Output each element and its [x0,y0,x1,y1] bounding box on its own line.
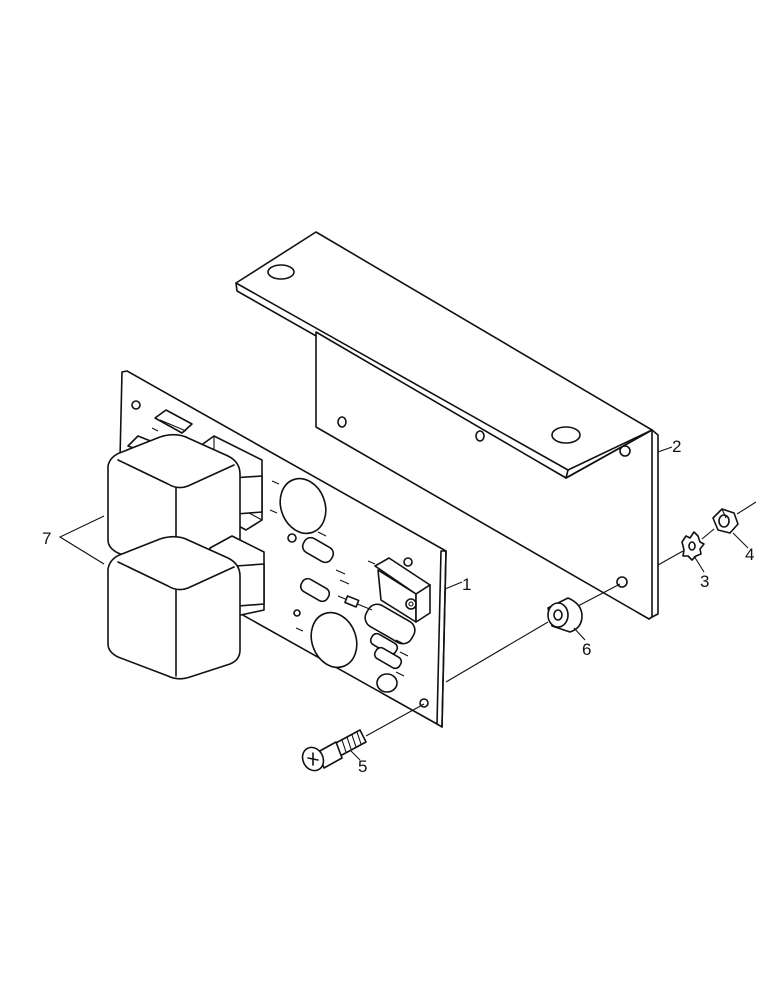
board-hole [131,400,141,410]
callout-3: 3 [700,572,709,591]
board-transistor [374,557,431,623]
board-capacitor [310,611,358,669]
leader-1 [444,581,463,590]
bracket-hole [551,426,581,444]
board-component [287,533,297,543]
leader-3 [693,555,705,573]
callout-5: 5 [358,757,367,776]
leader-lines [58,446,749,761]
spacer [547,597,583,633]
board-capacitor [279,477,327,535]
leader-5 [349,749,361,761]
leader-6 [573,627,586,641]
board-cylinder [299,577,331,603]
callouts: 1 2 3 4 5 6 7 [42,437,754,776]
bracket-side-edge [651,429,659,618]
relay-body [107,535,241,680]
board-component [376,673,398,693]
board-cylinder [364,603,416,645]
bracket-hole [267,264,295,280]
board-hole [419,698,429,708]
callout-1: 1 [462,575,471,594]
lock-washer [681,531,705,561]
board-edge [436,550,447,728]
screw [301,729,367,772]
mounting-bracket [235,231,659,620]
callout-4: 4 [745,545,754,564]
bracket-face-hole [337,416,347,428]
hex-nut [712,508,739,534]
leader-2 [657,446,673,453]
callout-6: 6 [582,640,591,659]
relay-upper [107,433,263,576]
board-resistor [337,595,373,611]
assembly-lines [365,501,757,737]
leader-4 [732,532,749,549]
bracket-face-hole [619,445,631,457]
bracket-face-hole [475,430,485,442]
board-hole [403,557,413,567]
board-cylinder [373,646,403,670]
callout-2: 2 [672,437,681,456]
board-component [293,609,301,617]
bracket-face-hole [616,576,628,588]
board-cylinder [301,536,335,564]
relay-lower [107,535,265,680]
leader-7 [58,515,105,565]
board-markings [269,480,409,677]
board-component [151,409,193,434]
callout-7: 7 [42,529,51,548]
